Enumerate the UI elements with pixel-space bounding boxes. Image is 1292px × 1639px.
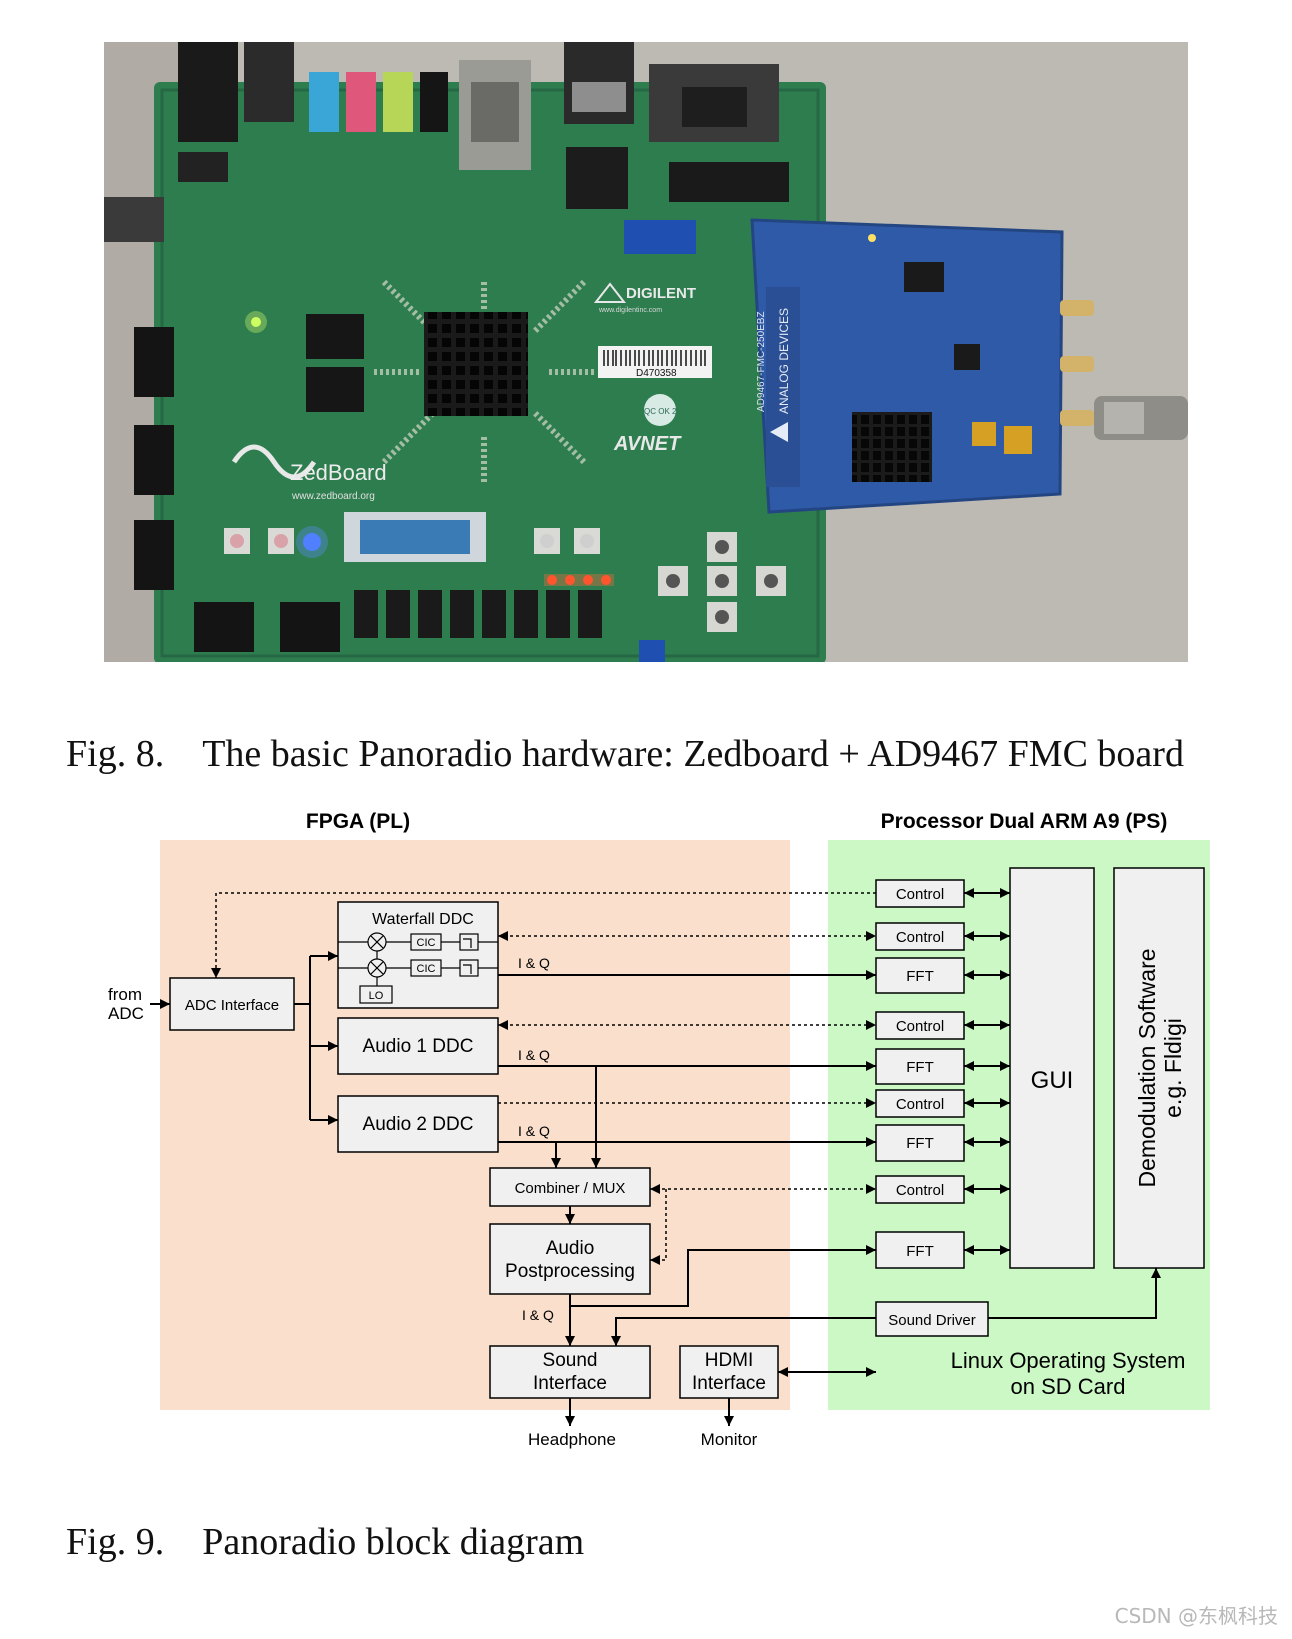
demod-label-2: e.g. Fldigi — [1160, 1018, 1186, 1118]
ps-title: Processor Dual ARM A9 (PS) — [881, 810, 1168, 833]
ddr-chip-2 — [306, 367, 364, 412]
sound-interface-label-2: Interface — [533, 1373, 607, 1394]
digilent-label: DIGILENT — [626, 285, 696, 302]
lo-block — [359, 985, 393, 1004]
pmod-ja — [134, 327, 174, 397]
fpga-title: FPGA (PL) — [306, 810, 410, 833]
from-adc-line2: ADC — [108, 1004, 144, 1023]
iq-label-2: I & Q — [518, 1047, 550, 1063]
qc-label: QC OK 2 — [644, 407, 677, 416]
power-led — [251, 317, 261, 327]
arrow-driver-sound — [611, 1317, 876, 1346]
barcode-sticker — [598, 346, 712, 378]
power-jack — [178, 42, 238, 142]
iq-label-4: I & Q — [522, 1307, 554, 1323]
cic-label-2: CIC — [417, 963, 436, 975]
lo-label: LO — [369, 990, 384, 1002]
cic-block-2 — [410, 959, 442, 977]
fft-box-4 — [875, 1231, 965, 1269]
power-switch — [178, 152, 228, 182]
ddr-chip-1 — [306, 314, 364, 359]
combiner-box — [489, 1167, 651, 1207]
fig8-caption: Fig. 8. The basic Panoradio hardware: Ze… — [66, 733, 1184, 775]
gui-label: GUI — [1031, 1067, 1074, 1094]
adc-interface-label: ADC Interface — [185, 997, 279, 1014]
control-label-4: Control — [896, 1096, 944, 1113]
control-to-adc — [211, 892, 876, 978]
control-label-1: Control — [896, 886, 944, 903]
audio-jack-pink — [346, 72, 376, 132]
adc-interface-box — [169, 977, 295, 1031]
audio-post-label-2: Postprocessing — [505, 1261, 635, 1282]
fft-label-3: FFT — [906, 1135, 934, 1152]
block-diagram: FPGA (PL) Processor Dual ARM A9 (PS) — [108, 810, 1210, 1449]
arrow-driver-demod — [988, 1268, 1161, 1319]
control-label-2: Control — [896, 929, 944, 946]
cic-block-1 — [410, 933, 442, 951]
iq-label-3: I & Q — [518, 1123, 550, 1139]
iq-label-1: I & Q — [518, 955, 550, 971]
lowpass-icon-2 — [459, 959, 479, 977]
lowpass-icon-1 — [459, 933, 479, 951]
zynq-heatsink — [424, 312, 528, 416]
gui-box — [1009, 867, 1095, 1269]
audio-post-box — [489, 1223, 651, 1295]
hdmi-interface-label-1: HDMI — [705, 1350, 754, 1371]
zedboard-logo-icon — [231, 444, 317, 480]
monitor-label: Monitor — [701, 1430, 758, 1449]
fig9-caption: Fig. 9. Panoradio block diagram — [66, 1521, 585, 1563]
digilent-url: www.digilentinc.com — [598, 307, 662, 314]
fmc-led — [868, 234, 876, 242]
linux-label-2: on SD Card — [1011, 1374, 1126, 1399]
control-box-5 — [875, 1175, 965, 1204]
control-label-3: Control — [896, 1018, 944, 1035]
cic-label-1: CIC — [417, 937, 436, 949]
avnet-logo: AVNET — [613, 433, 682, 455]
sound-driver-label: Sound Driver — [888, 1312, 976, 1329]
audio-jack-blue — [309, 72, 339, 132]
audio-jack-black — [420, 72, 448, 132]
hardware-photo: DIGILENT www.digilentinc.com D470358 QC … — [104, 42, 1188, 662]
arrow-post-fft — [570, 1245, 876, 1307]
xadc-header — [669, 162, 789, 202]
hdmi-interface-label-2: Interface — [692, 1373, 766, 1394]
audio2-ddc-label: Audio 2 DDC — [363, 1114, 474, 1135]
demod-label-1: Demodulation Software — [1134, 948, 1160, 1187]
audio2-ddc-box — [337, 1095, 499, 1153]
fmc-part-label: AD9467-FMC-250EBZ — [756, 311, 767, 412]
zedboard-url: www.zedboard.org — [291, 491, 375, 502]
control-label-5: Control — [896, 1182, 944, 1199]
usb-jack — [244, 42, 294, 122]
pmod-jb — [134, 425, 174, 495]
digilent-logo — [593, 282, 627, 303]
from-adc-line1: from — [108, 985, 142, 1004]
sound-interface-label-1: Sound — [543, 1350, 598, 1371]
zedboard-logo: ZedBoard — [290, 460, 387, 485]
audio1-ddc-label: Audio 1 DDC — [363, 1036, 474, 1057]
audio-codec-chip — [566, 147, 628, 209]
fft-label-4: FFT — [906, 1243, 934, 1260]
watermark: CSDN @东枫科技 — [1114, 1604, 1278, 1628]
fmc-brand-label: ANALOG DEVICES — [777, 308, 791, 414]
barcode-id: D470358 — [636, 368, 677, 379]
audio-post-label-1: Audio — [546, 1238, 595, 1259]
control-box-4 — [875, 1089, 965, 1118]
blue-led — [303, 533, 321, 551]
headphone-label: Headphone — [528, 1430, 616, 1449]
fft-label-2: FFT — [906, 1059, 934, 1076]
audio1-ddc-box — [337, 1017, 499, 1075]
qc-sticker — [644, 394, 676, 426]
pmod-jc — [134, 520, 174, 590]
fft-label-1: FFT — [906, 968, 934, 985]
audio-jack-green — [383, 72, 413, 132]
waterfall-ddc-label: Waterfall DDC — [372, 911, 474, 928]
combiner-label: Combiner / MUX — [515, 1180, 626, 1197]
adc-heatsink — [852, 412, 932, 482]
linux-label-1: Linux Operating System — [951, 1348, 1186, 1373]
analog-devices-logo — [770, 422, 788, 442]
